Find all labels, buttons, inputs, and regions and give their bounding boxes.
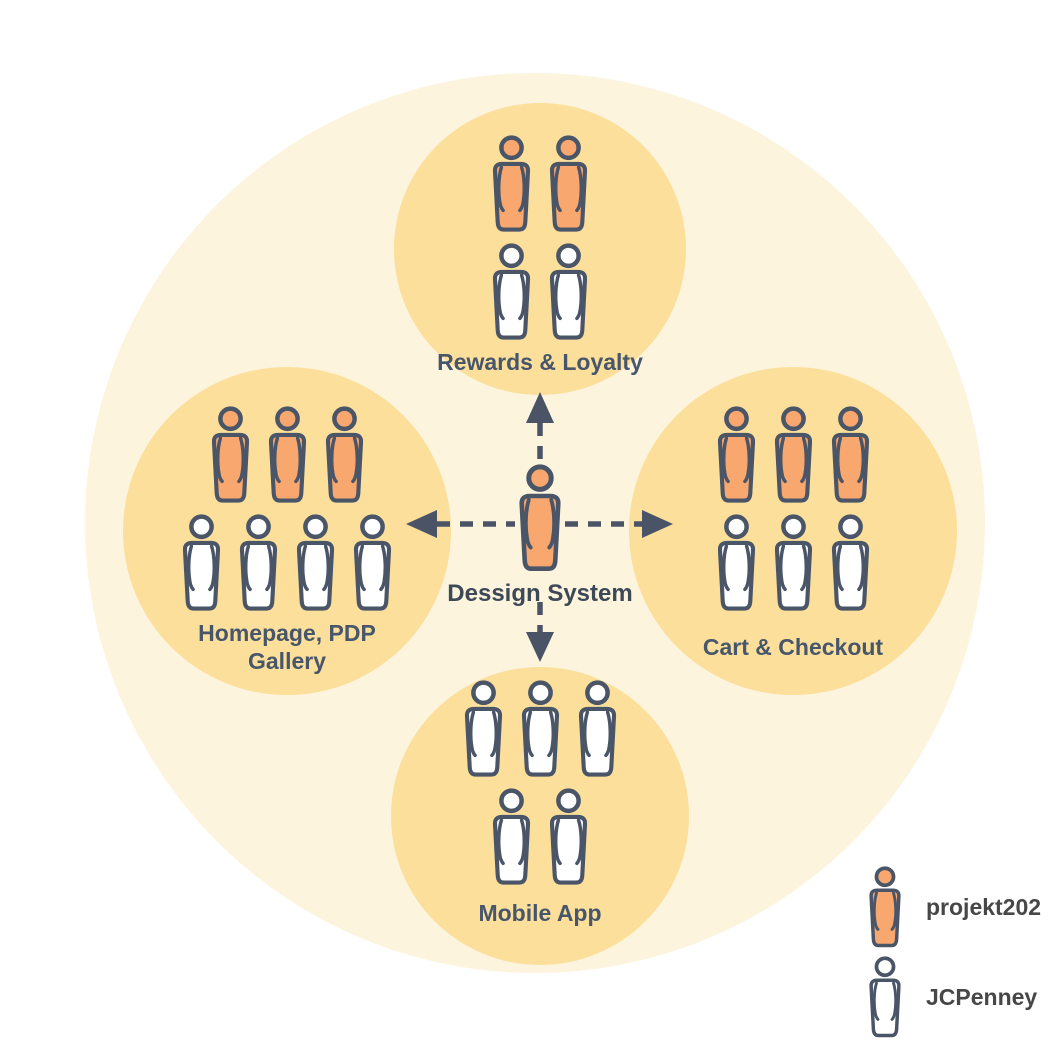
people-group-mobile	[461, 680, 620, 885]
person-icon-projekt202	[208, 406, 253, 504]
people-row	[714, 514, 873, 612]
person-icon-projekt202	[489, 135, 534, 233]
legend-label-jcpenney: JCPenney	[926, 983, 1038, 1010]
legend-item-jcpenney: JCPenney	[866, 956, 1041, 1038]
arrow-right-icon	[565, 510, 673, 538]
person-icon-jcpenney	[350, 514, 395, 612]
people-row	[489, 788, 591, 886]
people-row	[489, 243, 591, 341]
cluster-label-mobile: Mobile App	[478, 900, 602, 926]
person-icon-projekt202	[771, 406, 816, 504]
person-icon-jcpenney	[771, 514, 816, 612]
cluster-cart-checkout: Cart & Checkout	[629, 367, 957, 695]
arrow-down-icon	[526, 602, 554, 662]
arrow-left-icon	[406, 510, 515, 538]
cluster-label-cart: Cart & Checkout	[702, 634, 884, 660]
person-icon-jcpenney	[546, 243, 591, 341]
person-icon-jcpenney	[293, 514, 338, 612]
people-group-homepage	[179, 406, 395, 611]
person-icon-jcpenney	[236, 514, 281, 612]
person-icon-projekt202	[546, 135, 591, 233]
people-row	[489, 135, 591, 233]
legend-label-projekt202: projekt202	[926, 893, 1042, 920]
arrow-up-icon	[526, 392, 554, 462]
person-icon-projekt202	[869, 866, 901, 948]
people-row	[461, 680, 620, 778]
legend-item-projekt202: projekt202	[866, 866, 1041, 948]
person-icon-jcpenney	[546, 788, 591, 886]
person-icon-jcpenney	[489, 788, 534, 886]
legend: projekt202 JCPenney	[866, 866, 1041, 1038]
people-row	[208, 406, 367, 504]
person-icon-projekt202	[322, 406, 367, 504]
cluster-mobile-app: Mobile App	[391, 667, 689, 965]
cluster-label-homepage-line1: Homepage, PDP	[198, 620, 376, 646]
people-row	[714, 406, 873, 504]
person-icon-jcpenney	[461, 680, 506, 778]
people-row	[179, 514, 395, 612]
cluster-label-homepage: Homepage, PDP Gallery	[198, 619, 376, 675]
cluster-homepage-pdp-gallery: Homepage, PDP Gallery	[123, 367, 451, 695]
person-icon-jcpenney	[575, 680, 620, 778]
person-icon-projekt202	[515, 464, 565, 572]
person-icon-projekt202	[828, 406, 873, 504]
person-icon-jcpenney	[714, 514, 759, 612]
cluster-label-homepage-line2: Gallery	[248, 648, 326, 674]
people-group-rewards	[489, 135, 591, 340]
person-icon-jcpenney	[869, 956, 901, 1038]
cluster-label-rewards: Rewards & Loyalty	[437, 349, 643, 375]
cluster-rewards-loyalty: Rewards & Loyalty	[394, 103, 686, 395]
person-icon-projekt202	[265, 406, 310, 504]
people-group-cart	[714, 406, 873, 611]
person-icon-jcpenney	[518, 680, 563, 778]
person-icon-jcpenney	[489, 243, 534, 341]
person-icon-jcpenney	[179, 514, 224, 612]
person-icon-projekt202	[714, 406, 759, 504]
person-icon-jcpenney	[828, 514, 873, 612]
